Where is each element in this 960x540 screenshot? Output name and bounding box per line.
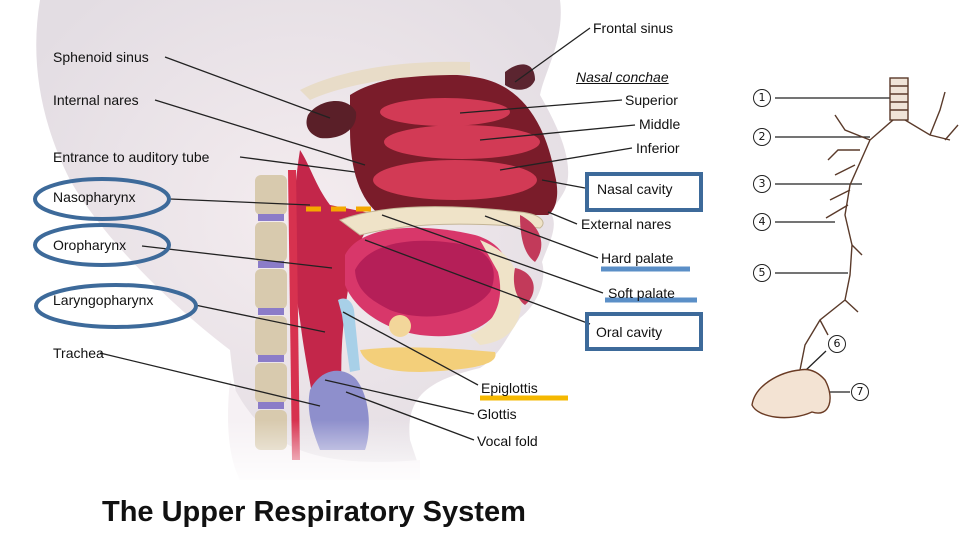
bronchial-tree xyxy=(751,77,959,419)
label-middle: Middle xyxy=(639,116,681,132)
tree-number-5: 5 xyxy=(753,264,771,282)
cervical-spine xyxy=(255,170,300,460)
tongue-inner xyxy=(355,240,494,317)
slide-title: The Upper Respiratory System xyxy=(102,496,526,528)
highlight-annotations xyxy=(33,172,703,401)
tree-number-2: 2 xyxy=(753,128,771,146)
label-hard-palate: Hard palate xyxy=(601,250,674,266)
label-nasopharynx: Nasopharynx xyxy=(53,189,136,205)
label-laryngopharynx: Laryngopharynx xyxy=(53,292,154,308)
label-superior: Superior xyxy=(625,92,678,108)
submandibular-tissue xyxy=(360,347,496,372)
tree-number-3: 3 xyxy=(753,175,771,193)
tree-number-1: 1 xyxy=(753,89,771,107)
bronchus-right-path xyxy=(904,80,951,141)
tree-number-4: 4 xyxy=(753,213,771,231)
bottom-fade xyxy=(0,420,720,490)
label-inferior: Inferior xyxy=(636,140,680,156)
skull-bone xyxy=(300,61,470,100)
inferior-concha xyxy=(373,160,537,200)
nasopharynx-oval xyxy=(33,177,171,221)
label-epiglottis: Epiglottis xyxy=(481,380,538,396)
alveolar-cluster xyxy=(751,368,831,419)
hard-palate-shape xyxy=(338,206,544,236)
label-nasal-conchae: Nasal conchae xyxy=(576,69,669,85)
leader-lines xyxy=(99,27,890,441)
trachea-segment xyxy=(889,77,909,121)
bronchus-main-path xyxy=(799,80,894,371)
label-external-nares: External nares xyxy=(581,216,672,232)
label-glottis: Glottis xyxy=(477,406,517,422)
label-entrance-auditory-tube: Entrance to auditory tube xyxy=(53,149,210,165)
upper-lip xyxy=(520,215,542,262)
mandible xyxy=(470,240,522,345)
middle-concha xyxy=(384,125,540,159)
label-sphenoid-sinus: Sphenoid sinus xyxy=(53,49,149,65)
label-oropharynx: Oropharynx xyxy=(53,237,127,253)
label-soft-palate: Soft palate xyxy=(608,285,675,301)
tree-number-6: 6 xyxy=(828,335,846,353)
tree-number-7: 7 xyxy=(851,383,869,401)
label-frontal-sinus: Frontal sinus xyxy=(593,20,674,36)
superior-concha xyxy=(380,98,510,126)
label-internal-nares: Internal nares xyxy=(53,92,139,108)
label-nasal-cavity: Nasal cavity xyxy=(597,181,673,197)
label-oral-cavity: Oral cavity xyxy=(596,324,663,340)
label-vocal-fold: Vocal fold xyxy=(477,433,538,449)
hyoid-bone xyxy=(389,315,411,337)
label-trachea: Trachea xyxy=(53,345,104,361)
lower-lip xyxy=(513,268,534,305)
nasal-cavity-box xyxy=(585,172,703,212)
sphenoid-sinus-shape xyxy=(306,101,357,139)
oral-cavity-box xyxy=(585,312,703,351)
epiglottis-shape xyxy=(338,298,360,372)
cross-section xyxy=(0,61,720,490)
frontal-sinus-shape xyxy=(505,64,535,90)
oropharynx-oval xyxy=(33,223,171,267)
laryngopharynx-oval xyxy=(34,283,198,329)
